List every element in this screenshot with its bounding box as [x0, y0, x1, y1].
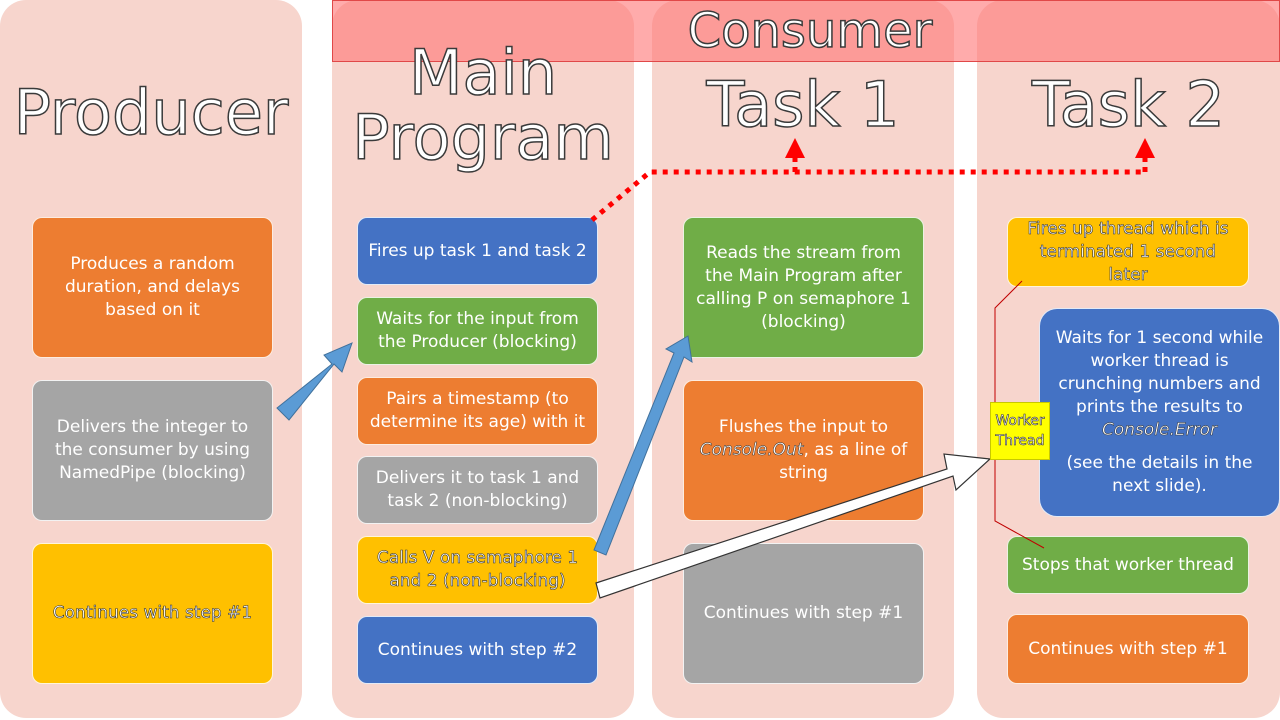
task2-step-2: Waits for 1 second while worker thread i…: [1039, 308, 1280, 517]
task2-step-1: Fires up thread which is terminated 1 se…: [1007, 217, 1249, 287]
main-step-2: Waits for the input from the Producer (b…: [357, 297, 598, 365]
task1-step-3: Continues with step #1: [683, 543, 924, 684]
task1-step-2-text: Flushes the input to Console.Out, as a l…: [694, 416, 913, 485]
task2-step-2-note: (see the details in the next slide).: [1066, 453, 1253, 496]
producer-step-3: Continues with step #1: [32, 543, 273, 684]
task2-step-3: Stops that worker thread: [1007, 536, 1249, 594]
worker-thread-label: Worker Thread: [990, 402, 1050, 460]
task1-step-1: Reads the stream from the Main Program a…: [683, 217, 924, 358]
task2-title: Task 2: [1031, 68, 1225, 141]
main-program-title: Main Program: [351, 36, 614, 175]
consumer-banner: [332, 0, 1280, 62]
task1-console-out: Console.Out: [699, 440, 804, 461]
task2-step-2-main: Waits for 1 second while worker thread i…: [1050, 327, 1269, 442]
consumer-title: Consumer: [687, 3, 933, 59]
task1-title: Task 1: [706, 68, 900, 141]
task1-step-2-pre: Flushes the input to: [718, 417, 889, 437]
producer-step-1: Produces a random duration, and delays b…: [32, 217, 273, 358]
task2-console-error: Console.Error: [1102, 420, 1218, 441]
task2-step-2-text: Waits for 1 second while worker thread i…: [1055, 328, 1264, 417]
main-step-1: Fires up task 1 and task 2: [357, 217, 598, 285]
task1-step-2: Flushes the input to Console.Out, as a l…: [683, 380, 924, 521]
main-step-3: Pairs a timestamp (to determine its age)…: [357, 377, 598, 445]
producer-title: Producer: [13, 76, 289, 149]
producer-step-2: Delivers the integer to the consumer by …: [32, 380, 273, 521]
main-step-4: Delivers it to task 1 and task 2 (non-bl…: [357, 456, 598, 524]
task2-step-4: Continues with step #1: [1007, 614, 1249, 684]
main-step-5: Calls V on semaphore 1 and 2 (non-blocki…: [357, 536, 598, 604]
main-step-6: Continues with step #2: [357, 616, 598, 684]
